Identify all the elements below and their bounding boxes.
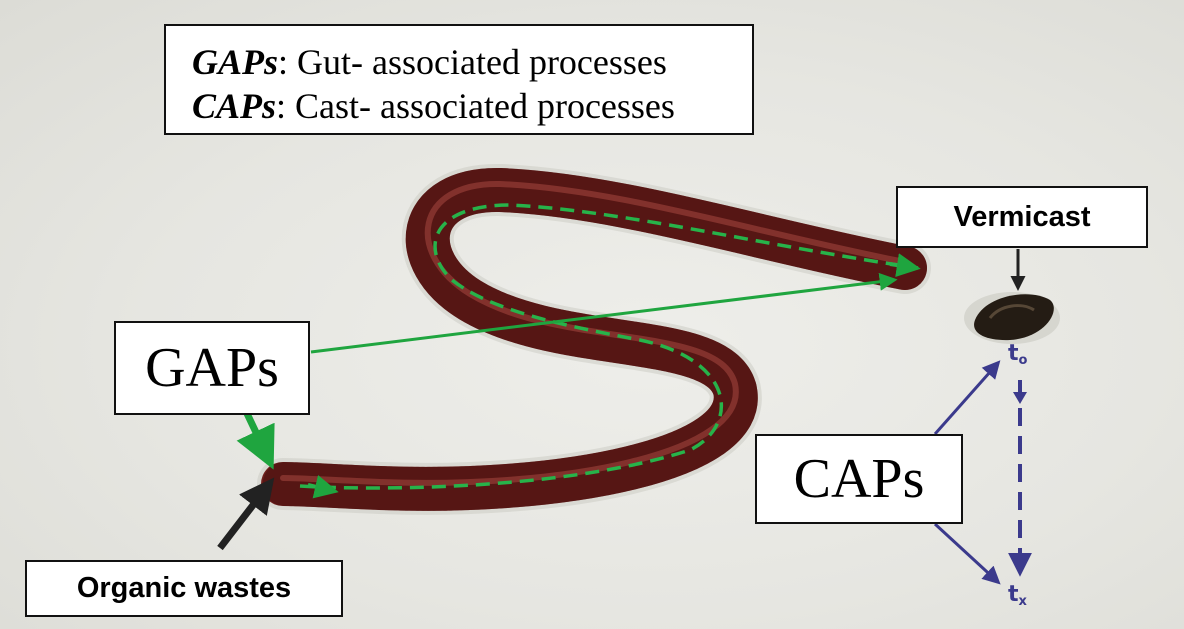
- legend-caps-abbr: CAPs: [192, 86, 276, 126]
- legend-gaps-definition: : Gut- associated processes: [278, 42, 667, 82]
- organic-wastes-label: Organic wastes: [25, 560, 343, 617]
- legend-caps-definition: : Cast- associated processes: [276, 86, 675, 126]
- legend-gaps-abbr: GAPs: [192, 42, 278, 82]
- time-start-t: t: [1008, 341, 1019, 366]
- gaps-label: GAPs: [114, 321, 310, 415]
- vermicast-label: Vermicast: [896, 186, 1148, 248]
- time-start-label: to: [1008, 341, 1027, 368]
- caps-to-t0-arrow: [935, 363, 998, 434]
- caps-label: CAPs: [755, 434, 963, 524]
- time-start-sub: o: [1019, 353, 1028, 368]
- time-end-sub: x: [1019, 594, 1027, 609]
- organic-wastes-pointer: [220, 483, 270, 548]
- caps-to-tx-arrow: [935, 524, 998, 582]
- time-end-t: t: [1008, 582, 1019, 607]
- legend-caps-line: CAPs: Cast- associated processes: [192, 84, 752, 128]
- time-end-label: tx: [1008, 582, 1027, 609]
- legend-gaps-line: GAPs: Gut- associated processes: [192, 40, 752, 84]
- vermicast-pellet: [964, 292, 1060, 344]
- legend-box: GAPs: Gut- associated processes CAPs: Ca…: [164, 24, 754, 135]
